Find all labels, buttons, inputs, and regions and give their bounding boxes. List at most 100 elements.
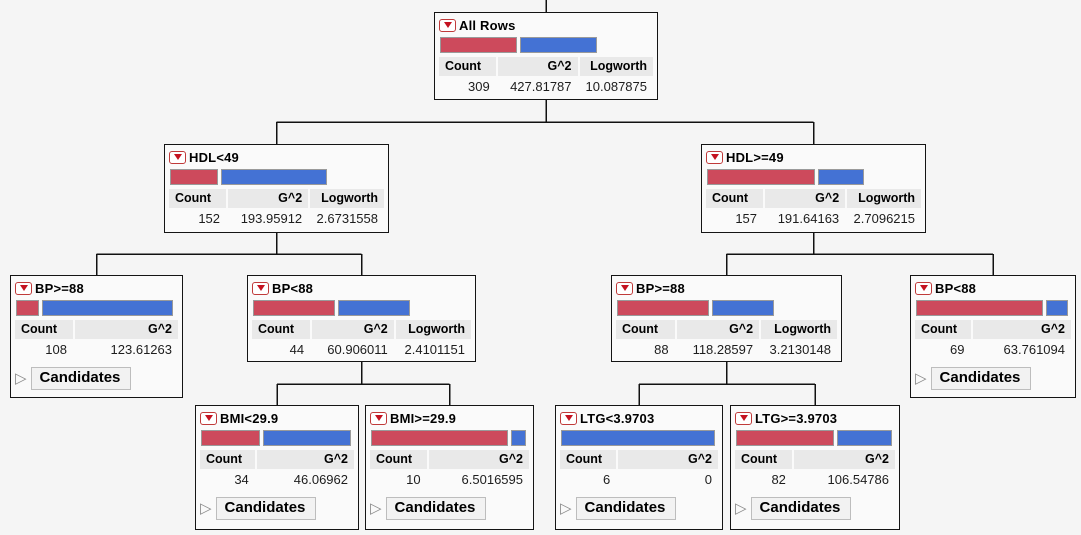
- stat-header-cell: G^2: [618, 450, 718, 469]
- split-proportion-bar: [371, 430, 529, 446]
- node-title-row: LTG<3.9703: [560, 408, 718, 428]
- stat-value-cell: 3.2130148: [769, 342, 831, 357]
- red-triangle-menu-icon[interactable]: [252, 281, 269, 295]
- red-bar-segment: [707, 169, 815, 185]
- stat-value-cell: 10: [406, 472, 421, 487]
- disclosure-triangle-icon[interactable]: ▷: [735, 500, 747, 517]
- node-title: All Rows: [459, 17, 516, 33]
- candidates-button[interactable]: Candidates: [575, 497, 677, 520]
- stat-header-cell: G^2: [972, 320, 1071, 339]
- stat-value-cell: 46.06962: [293, 472, 348, 487]
- red-triangle-menu-icon[interactable]: [560, 411, 577, 425]
- red-triangle-menu-icon[interactable]: [15, 281, 32, 295]
- candidates-button[interactable]: Candidates: [750, 497, 852, 520]
- node-title: BP>=88: [35, 280, 84, 296]
- red-triangle-menu-icon[interactable]: [706, 150, 723, 164]
- red-bar-segment: [201, 430, 260, 446]
- stat-value-row: 157 191.64163 2.7096215: [706, 209, 921, 229]
- split-proportion-bar: [201, 430, 354, 446]
- stat-header-cell: Count: [370, 450, 427, 469]
- triangle-down-glyph: [374, 415, 383, 421]
- stat-value-cell: 2.7096215: [853, 211, 915, 226]
- blue-bar-segment: [561, 430, 715, 446]
- red-triangle-menu-icon[interactable]: [735, 411, 752, 425]
- node-title-row: LTG>=3.9703: [735, 408, 895, 428]
- node-title-row: BP<88: [915, 278, 1071, 298]
- candidates-button[interactable]: Candidates: [215, 497, 317, 520]
- red-triangle-menu-icon[interactable]: [616, 281, 633, 295]
- red-bar-segment: [617, 300, 709, 316]
- split-proportion-bar: [617, 300, 837, 316]
- node-title-row: BMI>=29.9: [370, 408, 529, 428]
- red-triangle-menu-icon[interactable]: [200, 411, 217, 425]
- stat-value-cell: 157: [735, 211, 758, 226]
- disclosure-triangle-icon[interactable]: ▷: [915, 370, 927, 387]
- triangle-down-glyph: [19, 285, 28, 291]
- stat-value-cell: 69: [950, 342, 965, 357]
- split-proportion-bar: [440, 37, 653, 53]
- red-triangle-menu-icon[interactable]: [439, 18, 456, 32]
- blue-bar-segment: [818, 169, 864, 185]
- split-proportion-bar: [253, 300, 471, 316]
- stat-value-cell: 82: [771, 472, 786, 487]
- blue-bar-segment: [1046, 300, 1068, 316]
- red-triangle-menu-icon[interactable]: [370, 411, 387, 425]
- stat-header-cell: G^2: [256, 450, 354, 469]
- stat-header-cell: G^2: [765, 189, 846, 208]
- candidates-button[interactable]: Candidates: [930, 367, 1032, 390]
- split-proportion-bar: [916, 300, 1071, 316]
- stat-header-cell: G^2: [428, 450, 529, 469]
- red-bar-segment: [916, 300, 1043, 316]
- stat-header-cell: G^2: [75, 320, 178, 339]
- stat-value-cell: 191.64163: [777, 211, 840, 226]
- node-title: HDL<49: [189, 149, 239, 165]
- split-proportion-bar: [736, 430, 895, 446]
- blue-bar-segment: [511, 430, 526, 446]
- stat-header-cell: Logworth: [761, 320, 837, 339]
- red-triangle-menu-icon[interactable]: [169, 150, 186, 164]
- candidates-row: ▷ Candidates: [915, 367, 1071, 390]
- blue-bar-segment: [221, 169, 327, 185]
- split-proportion-bar: [16, 300, 178, 316]
- stat-value-cell: 44: [289, 342, 305, 357]
- stat-value-cell: 34: [234, 472, 249, 487]
- stat-header-cell: Logworth: [310, 189, 384, 208]
- blue-bar-segment: [837, 430, 892, 446]
- node-title-row: All Rows: [439, 15, 653, 35]
- candidates-button[interactable]: Candidates: [30, 367, 132, 390]
- candidates-row: ▷ Candidates: [370, 497, 529, 520]
- candidates-button[interactable]: Candidates: [385, 497, 487, 520]
- split-proportion-bar: [561, 430, 718, 446]
- red-bar-segment: [440, 37, 517, 53]
- stat-header-cell: Count: [706, 189, 764, 208]
- triangle-down-glyph: [739, 415, 748, 421]
- stat-header-cell: Count: [15, 320, 73, 339]
- stat-value-cell: 309: [468, 79, 490, 94]
- node-title: HDL>=49: [726, 149, 784, 165]
- stat-value-cell: 2.4101151: [404, 342, 466, 357]
- disclosure-triangle-icon[interactable]: ▷: [200, 500, 212, 517]
- disclosure-triangle-icon[interactable]: ▷: [370, 500, 382, 517]
- triangle-down-glyph: [919, 285, 928, 291]
- triangle-down-glyph: [443, 22, 452, 28]
- red-triangle-menu-icon[interactable]: [915, 281, 932, 295]
- node-title-row: BP<88: [252, 278, 471, 298]
- stat-header-cell: Count: [169, 189, 227, 208]
- disclosure-triangle-icon[interactable]: ▷: [560, 500, 572, 517]
- disclosure-triangle-icon[interactable]: ▷: [15, 370, 27, 387]
- triangle-down-glyph: [256, 285, 265, 291]
